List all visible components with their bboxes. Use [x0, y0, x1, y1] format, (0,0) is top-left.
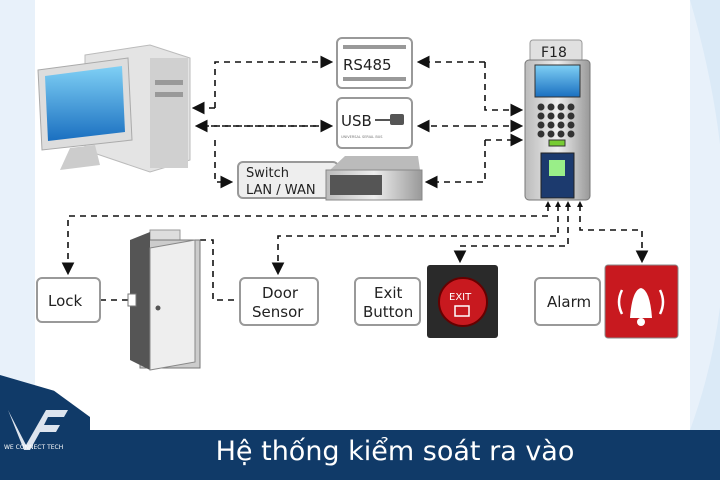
usb-sublabel: UNIVERSAL SERIAL BUS — [341, 135, 383, 139]
page-title: Hệ thống kiểm soát ra vào — [215, 436, 575, 467]
connection-lines — [61, 55, 649, 301]
lock-label: Lock — [48, 292, 83, 310]
exit-label-1: Exit — [374, 284, 403, 302]
door-sensor-label-1: Door — [262, 284, 299, 302]
brand-name: WE CONNECT TECH — [4, 444, 64, 451]
door-icon — [127, 229, 201, 371]
device-label: F18 — [541, 45, 567, 61]
bg-curve — [690, 0, 720, 430]
lock-node: Lock — [36, 277, 101, 323]
rs485-node: RS485 — [336, 37, 413, 89]
usb-plug-icon — [390, 114, 404, 125]
alarm-node: Alarm — [534, 264, 679, 339]
switch-device-icon — [330, 156, 420, 170]
footer-banner: Hệ thống kiểm soát ra vào — [0, 430, 720, 480]
door-sensor-node: Door Sensor — [239, 277, 319, 326]
alarm-label: Alarm — [547, 293, 591, 311]
fingerprint-sensor-icon — [549, 160, 565, 176]
rs485-label: RS485 — [343, 56, 392, 74]
exit-label-2: Button — [363, 303, 413, 321]
exit-button-node: Exit Button EXIT — [354, 265, 498, 338]
f18-terminal: F18 — [524, 39, 591, 201]
switch-label-2: LAN / WAN — [246, 183, 316, 198]
exit-sign-text: EXIT — [449, 292, 472, 303]
computer-icon — [37, 44, 191, 173]
usb-label: USB — [341, 112, 372, 130]
switch-node: Switch LAN / WAN — [237, 156, 423, 201]
door-sensor-label-2: Sensor — [252, 303, 304, 321]
switch-label-1: Switch — [246, 166, 289, 181]
logo-mark-icon — [8, 410, 68, 450]
usb-node: USB UNIVERSAL SERIAL BUS — [336, 97, 413, 149]
